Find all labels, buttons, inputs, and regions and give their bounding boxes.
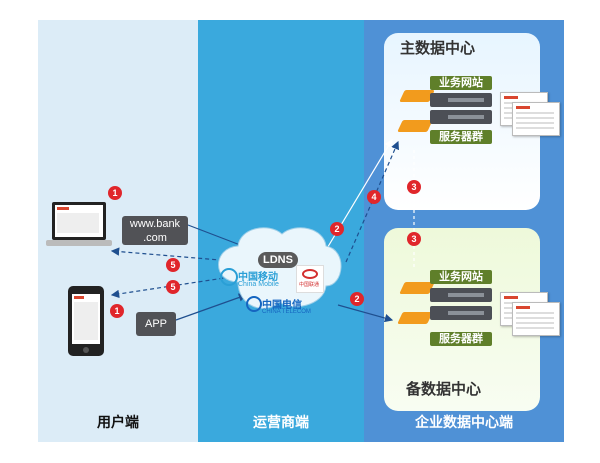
arrow-cloud-to-backup <box>337 304 394 323</box>
main-router-icon <box>397 120 433 132</box>
china-unicom-logo-icon: 中国联通 <box>296 265 324 293</box>
china-mobile-name: 中国移动 <box>238 272 278 283</box>
step-badge-5: 5 <box>166 258 180 272</box>
backup-web-screenshot-icon <box>512 302 560 336</box>
step-badge-3: 3 <box>407 180 421 194</box>
china-mobile-name-en: China Mobile <box>238 281 279 288</box>
china-telecom-name: 中国电信 <box>262 300 302 311</box>
step-badge-2: 2 <box>350 292 364 306</box>
backup-website-label: 业务网站 <box>430 270 492 284</box>
main-web-screenshot-icon <box>512 102 560 136</box>
backup-server-icon <box>430 306 492 320</box>
operator-column-title: 运营商端 <box>253 414 309 430</box>
url-box: www.bank .com <box>122 216 188 245</box>
arrow-app-to-cloud <box>175 293 248 321</box>
main-datacenter-title: 主数据中心 <box>400 40 476 57</box>
ldns-label: LDNS <box>258 252 298 268</box>
main-server-group-label: 服务器群 <box>430 130 492 144</box>
china-telecom-name-en: CHINA TELECOM <box>262 309 311 315</box>
backup-server-group-label: 服务器群 <box>430 332 492 346</box>
backup-server-icon <box>430 288 492 302</box>
step-badge-5: 5 <box>166 280 180 294</box>
main-website-label: 业务网站 <box>430 76 492 90</box>
step-badge-1: 1 <box>108 186 122 200</box>
smartphone-icon <box>68 286 104 356</box>
main-server-icon <box>430 110 492 124</box>
laptop-icon <box>46 202 112 246</box>
backup-datacenter-title: 备数据中心 <box>406 381 482 398</box>
backup-router-icon <box>397 312 433 324</box>
app-box: APP <box>136 312 176 336</box>
step-badge-1: 1 <box>110 304 124 318</box>
main-server-icon <box>430 93 492 107</box>
enterprise-column-title: 企业数据中心端 <box>415 414 513 430</box>
user-column-title: 用户端 <box>97 414 139 430</box>
step-badge-4: 4 <box>367 190 381 204</box>
china-unicom-name: 中国联通 <box>299 282 320 288</box>
step-badge-2: 2 <box>330 222 344 236</box>
step-badge-3: 3 <box>407 232 421 246</box>
china-telecom-logo-icon <box>246 296 262 312</box>
china-mobile-logo-icon <box>220 268 238 286</box>
